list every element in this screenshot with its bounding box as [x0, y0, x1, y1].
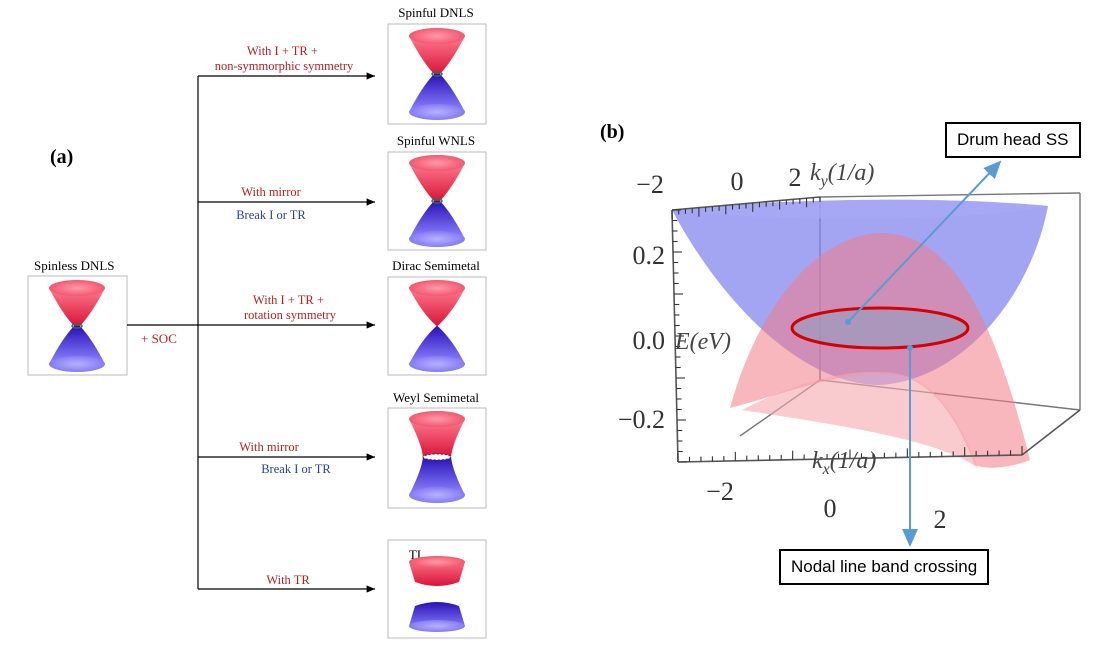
branch-condition-red: With mirror [239, 440, 299, 454]
condition-line-2: non-symmorphic symmetry [215, 59, 354, 73]
upper-cone-cap [409, 155, 465, 171]
nodal-line-mark [431, 198, 443, 204]
branch-spinful-wnls: Spinful WNLS With mirror Break I or TR [236, 133, 487, 251]
branch-condition-red: With I + TR + rotation symmetry [244, 293, 337, 322]
branch-condition-red: With TR [266, 573, 310, 587]
nodal-crossing-arrow-origin [907, 345, 913, 351]
kx-axis-label: kx(1/a) [812, 448, 876, 478]
ky-tick-2: 2 [789, 163, 802, 192]
dirac-cone-gapless-icon [409, 155, 465, 247]
nodal-line-ring [790, 306, 970, 350]
upper-cone-cap [409, 411, 465, 427]
lower-cone-shape [409, 74, 465, 112]
kx-tick-0: 0 [824, 494, 837, 523]
condition-line-2: rotation symmetry [244, 308, 337, 322]
branch-condition-blue: Break I or TR [261, 462, 331, 476]
branch-condition-red: With mirror [241, 185, 301, 199]
upper-band-cap [409, 556, 465, 568]
weyl-nodal-ring-icon [409, 411, 465, 503]
dirac-cone-point-icon [409, 280, 465, 372]
kx-tick-neg2: −2 [706, 477, 734, 506]
nodal-line-mark [71, 323, 83, 329]
lower-cone-cap [409, 356, 465, 372]
branch-title: Dirac Semimetal [392, 258, 480, 273]
ky-tick-0: 0 [731, 167, 744, 196]
e-tick-neg0-2: −0.2 [618, 405, 665, 434]
gapped-bands-icon [409, 556, 465, 632]
tree-connectors [127, 72, 375, 593]
branch-spinful-dnls: Spinful DNLS With I + TR + non-symmorphi… [215, 5, 487, 125]
branch-condition-red: With I + TR + non-symmorphic symmetry [215, 44, 354, 73]
drum-head-callout: Drum head SS [945, 122, 1081, 158]
branch-condition-blue: Break I or TR [236, 208, 306, 222]
dirac-cone-gapless-icon [409, 28, 465, 120]
lower-band-cap [409, 620, 465, 632]
upper-cone-shape [409, 36, 465, 74]
energy-axis-label: E(eV) [674, 329, 731, 355]
lower-cone-cap [409, 231, 465, 247]
axis-text: −2 0 2 0.2 0.0 −0.2 −2 0 2 [618, 163, 947, 534]
axis-titles: ky(1/a) E(eV) kx(1/a) [674, 160, 876, 478]
root-cone-icon [49, 280, 105, 372]
lower-cone-shape [49, 326, 105, 364]
lower-cone-shape [409, 201, 465, 239]
lower-cone-cap [49, 356, 105, 372]
panel-a-label: (a) [50, 146, 73, 168]
upper-cone-cap [409, 28, 465, 44]
nodal-line-callout: Nodal line band crossing [779, 549, 990, 585]
lower-cone-cap [409, 104, 465, 120]
condition-line-1: With I + TR + [247, 44, 318, 58]
e-tick-0-2: 0.2 [633, 241, 666, 270]
drum-head-arrow [847, 160, 1002, 323]
lower-cone-cap [409, 487, 465, 503]
upper-cone-cap [409, 280, 465, 296]
branch-dirac-semimetal: Dirac Semimetal With I + TR + rotation s… [244, 258, 487, 376]
upper-cone-shape [409, 288, 465, 326]
ky-axis-label: ky(1/a) [810, 160, 874, 190]
nodal-line-mark [431, 71, 443, 77]
panel-b-label: (b) [600, 121, 624, 143]
branch-layer: Spinful DNLS With I + TR + non-symmorphi… [215, 5, 487, 639]
e-tick-0-0: 0.0 [633, 326, 666, 355]
axis-tick-marks [671, 197, 1023, 463]
panel-b: (b) −2 0 2 0.2 [600, 121, 1081, 547]
branch-title: Spinful DNLS [398, 5, 473, 20]
branch-title: Spinful WNLS [397, 133, 475, 148]
upper-cone-cap [49, 280, 105, 296]
branch-ti: TI With TR [266, 539, 487, 639]
edge-label-soc: + SOC [141, 331, 177, 346]
branch-title: Weyl Semimetal [393, 390, 479, 405]
panel-a: (a) Spinless DNLS + SOC Spinful DNLS [27, 5, 487, 639]
ky-tick-neg2: −2 [636, 170, 664, 199]
root-node: Spinless DNLS [27, 258, 128, 376]
drum-head-arrow-origin [845, 319, 851, 325]
condition-line-1: With I + TR + [253, 293, 324, 307]
kx-tick-2: 2 [934, 505, 947, 534]
branch-weyl-semimetal: Weyl Semimetal With mirror Break I or TR [239, 390, 487, 509]
lower-band-inner [742, 371, 978, 468]
lower-cone-shape [409, 326, 465, 364]
upper-cone-shape [409, 163, 465, 201]
upper-cone-shape [49, 288, 105, 326]
upper-cone-shape [409, 419, 465, 457]
nodal-ring-mark [422, 453, 452, 461]
lower-band-surface [730, 232, 1030, 468]
root-title: Spinless DNLS [34, 258, 115, 273]
lower-cone-shape [409, 457, 465, 495]
